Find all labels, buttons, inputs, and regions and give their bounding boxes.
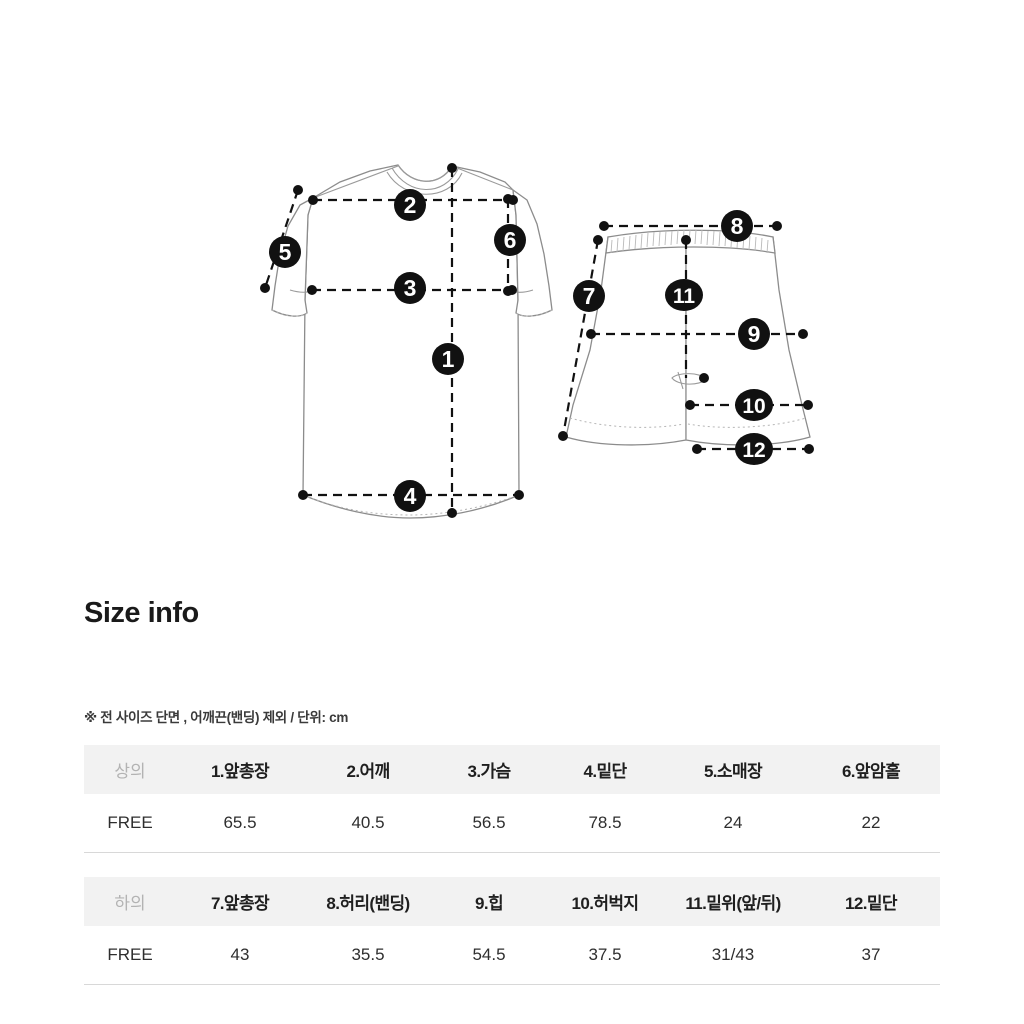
size-label: FREE: [84, 926, 176, 985]
column-header-5: 5.소매장: [703, 762, 763, 781]
marker-label-5: 5: [279, 239, 292, 265]
shorts-drawing: [558, 221, 814, 454]
column-header-10: 10.허벅지: [571, 894, 640, 913]
garment-diagram-svg: .outline { fill:#ffffff; stroke:#8c8c8c;…: [260, 163, 814, 519]
size-value-12: 37: [802, 926, 940, 985]
marker-label-2: 2: [404, 192, 417, 218]
marker-label-9: 9: [748, 321, 761, 347]
marker-6: 6: [494, 224, 526, 256]
size-value-2: 40.5: [304, 794, 432, 853]
size-value-4: 78.5: [546, 794, 664, 853]
marker-label-8: 8: [731, 213, 744, 239]
size-value-1: 65.5: [176, 794, 304, 853]
category-header-bottom: 하의: [114, 894, 146, 913]
marker-2: 2: [394, 189, 426, 221]
column-header-7: 7.앞총장: [210, 894, 270, 913]
size-value-7: 43: [176, 926, 304, 985]
table-header-row: 상의 1.앞총장 2.어깨 3.가슴 4.밑단 5.소매장 6.앞암홀: [84, 745, 940, 794]
category-header-top: 상의: [114, 762, 146, 781]
column-header-8: 8.허리(밴딩): [326, 894, 410, 913]
marker-4: 4: [394, 480, 426, 512]
column-header-2: 2.어깨: [346, 762, 390, 781]
column-header-6: 6.앞암홀: [841, 762, 901, 781]
marker-label-11: 11: [673, 285, 696, 308]
size-value-9: 54.5: [432, 926, 546, 985]
marker-label-6: 6: [504, 227, 517, 253]
marker-label-3: 3: [404, 275, 417, 301]
table-header-row: 하의 7.앞총장 8.허리(밴딩) 9.힙 10.허벅지 11.밑위(앞/뒤) …: [84, 877, 940, 926]
column-header-3: 3.가슴: [467, 762, 511, 781]
bottom-size-table: 하의 7.앞총장 8.허리(밴딩) 9.힙 10.허벅지 11.밑위(앞/뒤) …: [84, 877, 940, 985]
marker-label-12: 12: [742, 439, 765, 462]
marker-label-4: 4: [404, 483, 417, 509]
size-value-11: 31/43: [664, 926, 802, 985]
marker-1: 1: [432, 343, 464, 375]
page-title: Size info: [84, 597, 199, 629]
marker-label-7: 7: [583, 283, 596, 309]
marker-label-1: 1: [442, 346, 455, 372]
marker-8: 8: [721, 210, 753, 242]
table-row: FREE 65.5 40.5 56.5 78.5 24 22: [84, 794, 940, 853]
marker-label-10: 10: [742, 395, 765, 418]
marker-11: 11: [665, 279, 703, 311]
top-size-table: 상의 1.앞총장 2.어깨 3.가슴 4.밑단 5.소매장 6.앞암홀 FREE…: [84, 745, 940, 853]
marker-3: 3: [394, 272, 426, 304]
size-value-8: 35.5: [304, 926, 432, 985]
marker-9: 9: [738, 318, 770, 350]
column-header-12: 12.밑단: [845, 894, 898, 913]
shirt-drawing: [260, 163, 553, 519]
size-label: FREE: [84, 794, 176, 853]
marker-7: 7: [573, 280, 605, 312]
column-header-1: 1.앞총장: [210, 762, 270, 781]
measure-line-7: [561, 239, 600, 437]
marker-10: 10: [735, 389, 773, 421]
size-diagram-area: .outline { fill:#ffffff; stroke:#8c8c8c;…: [260, 163, 814, 519]
column-header-9: 9.힙: [474, 894, 504, 913]
size-value-5: 24: [664, 794, 802, 853]
column-header-11: 11.밑위(앞/뒤): [685, 894, 781, 913]
size-value-6: 22: [802, 794, 940, 853]
column-header-4: 4.밑단: [583, 762, 627, 781]
table-row: FREE 43 35.5 54.5 37.5 31/43 37: [84, 926, 940, 985]
size-value-3: 56.5: [432, 794, 546, 853]
marker-5: 5: [269, 236, 301, 268]
marker-12: 12: [735, 433, 773, 465]
size-value-10: 37.5: [546, 926, 664, 985]
size-unit-note: ※ 전 사이즈 단면 , 어깨끈(밴딩) 제외 / 단위: cm: [84, 710, 349, 725]
